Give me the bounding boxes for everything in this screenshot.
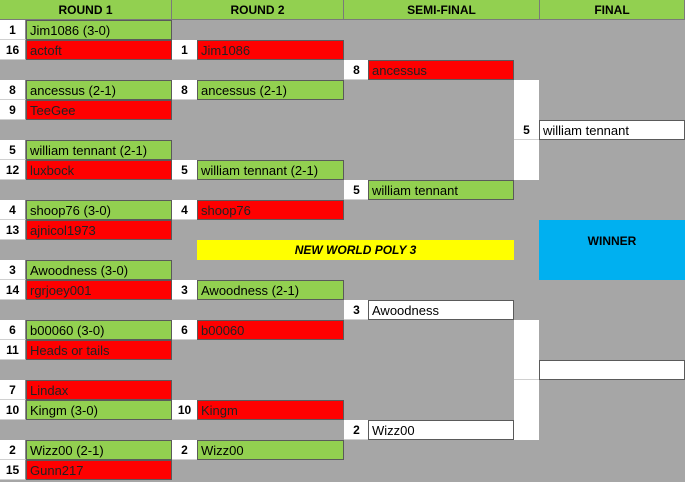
final-entry-1-seed: 5 [514, 120, 540, 140]
round1-entry-2-seed: 16 [0, 40, 26, 60]
final-entry-1-player: william tennant [539, 120, 685, 140]
round2-entry-8-player: Wizz00 [197, 440, 344, 460]
header-round-1: ROUND 1 [0, 0, 172, 20]
semifinal-entry-1-player: ancessus [368, 60, 514, 80]
round1-entry-4-seed: 9 [0, 100, 26, 120]
semifinal-entry-3-seed: 3 [344, 300, 370, 320]
round2-entry-2-player: ancessus (2-1) [197, 80, 344, 100]
round2-entry-4-player: shoop76 [197, 200, 344, 220]
round1-entry-12-seed: 11 [0, 340, 26, 360]
round1-entry-3-player: ancessus (2-1) [26, 80, 172, 100]
round1-entry-3-seed: 8 [0, 80, 26, 100]
round2-entry-3-seed: 5 [172, 160, 198, 180]
round1-entry-16-player: Gunn217 [26, 460, 172, 480]
round2-entry-4-seed: 4 [172, 200, 198, 220]
round1-entry-13-player: Lindax [26, 380, 172, 400]
round2-entry-3-player: william tennant (2-1) [197, 160, 344, 180]
final-entry-2-seed [514, 360, 540, 380]
round2-entry-7-player: Kingm [197, 400, 344, 420]
round1-entry-16-seed: 15 [0, 460, 26, 480]
round1-entry-11-seed: 6 [0, 320, 26, 340]
semifinal-entry-4-seed: 2 [344, 420, 370, 440]
bracket-connector-bottom [514, 320, 539, 440]
round2-entry-5-seed: 3 [172, 280, 198, 300]
round1-entry-11-player: b00060 (3-0) [26, 320, 172, 340]
round2-entry-6-player: b00060 [197, 320, 344, 340]
round1-entry-8-seed: 13 [0, 220, 26, 240]
round1-entry-8-player: ajnicol1973 [26, 220, 172, 240]
round1-entry-7-seed: 4 [0, 200, 26, 220]
final-entry-2-player [539, 360, 685, 380]
round2-entry-7-seed: 10 [172, 400, 198, 420]
semifinal-entry-4-player: Wizz00 [368, 420, 514, 440]
round1-entry-14-player: Kingm (3-0) [26, 400, 172, 420]
header-round-2: ROUND 2 [172, 0, 344, 20]
round2-entry-8-seed: 2 [172, 440, 198, 460]
round2-entry-5-player: Awoodness (2-1) [197, 280, 344, 300]
round1-entry-7-player: shoop76 (3-0) [26, 200, 172, 220]
round2-entry-2-seed: 8 [172, 80, 198, 100]
semifinal-entry-1-seed: 8 [344, 60, 370, 80]
round1-entry-13-seed: 7 [0, 380, 26, 400]
round1-entry-14-seed: 10 [0, 400, 26, 420]
header-final: FINAL [540, 0, 685, 20]
round1-entry-15-player: Wizz00 (2-1) [26, 440, 172, 460]
tournament-title-banner: NEW WORLD POLY 3 [197, 240, 514, 260]
round1-entry-6-player: luxbock [26, 160, 172, 180]
header-semifinal: SEMI-FINAL [344, 0, 540, 20]
round2-entry-1-player: Jim1086 [197, 40, 344, 60]
round1-entry-5-player: william tennant (2-1) [26, 140, 172, 160]
round1-entry-12-player: Heads or tails [26, 340, 172, 360]
round1-entry-5-seed: 5 [0, 140, 26, 160]
round1-entry-10-seed: 14 [0, 280, 26, 300]
round2-entry-1-seed: 1 [172, 40, 198, 60]
round1-entry-6-seed: 12 [0, 160, 26, 180]
round1-entry-15-seed: 2 [0, 440, 26, 460]
round1-entry-10-player: rgrjoey001 [26, 280, 172, 300]
winner-box: WINNER [539, 220, 685, 280]
round1-entry-9-player: Awoodness (3-0) [26, 260, 172, 280]
round1-entry-1-player: Jim1086 (3-0) [26, 20, 172, 40]
round1-entry-1-seed: 1 [0, 20, 26, 40]
round1-entry-9-seed: 3 [0, 260, 26, 280]
semifinal-entry-2-player: william tennant [368, 180, 514, 200]
round1-entry-4-player: TeeGee [26, 100, 172, 120]
semifinal-entry-2-seed: 5 [344, 180, 370, 200]
round1-entry-2-player: actoft [26, 40, 172, 60]
semifinal-entry-3-player: Awoodness [368, 300, 514, 320]
round2-entry-6-seed: 6 [172, 320, 198, 340]
